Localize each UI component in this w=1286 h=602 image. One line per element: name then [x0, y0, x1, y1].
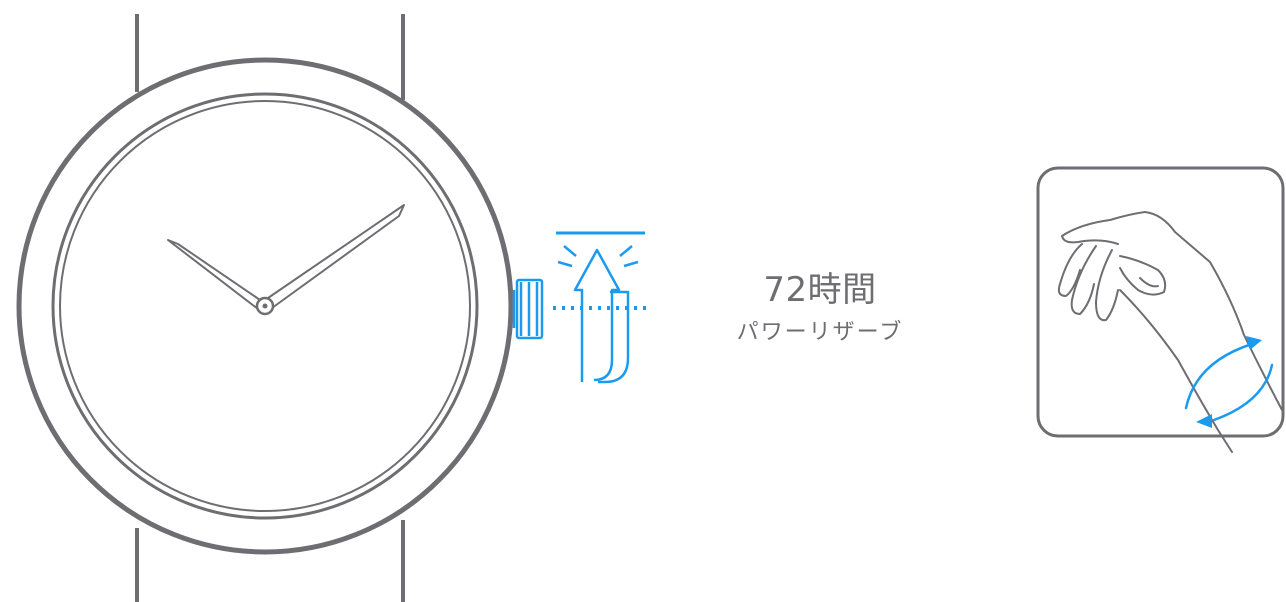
crown-icon [512, 278, 648, 340]
watch-outline-icon [16, 14, 514, 602]
spiral-back-band [598, 290, 630, 384]
center-pin [262, 303, 268, 309]
wrist-frame [1036, 166, 1285, 438]
wrist-rotation-arrows [1184, 336, 1274, 428]
burst-line-left [563, 245, 577, 257]
burst-line-mid-right [623, 260, 639, 268]
power-reserve-hours: 72時間 [763, 270, 877, 310]
burst-line-right [619, 245, 633, 257]
burst-line-mid-left [557, 260, 573, 268]
spiral-front-band [573, 248, 621, 382]
wrist-rotation-icon [1036, 166, 1285, 453]
watch-dial [59, 100, 471, 512]
power-reserve-caption: パワーリザーブ [736, 320, 904, 345]
winding-rotation-arrow-icon [556, 231, 645, 384]
watch-bezel [51, 92, 479, 520]
